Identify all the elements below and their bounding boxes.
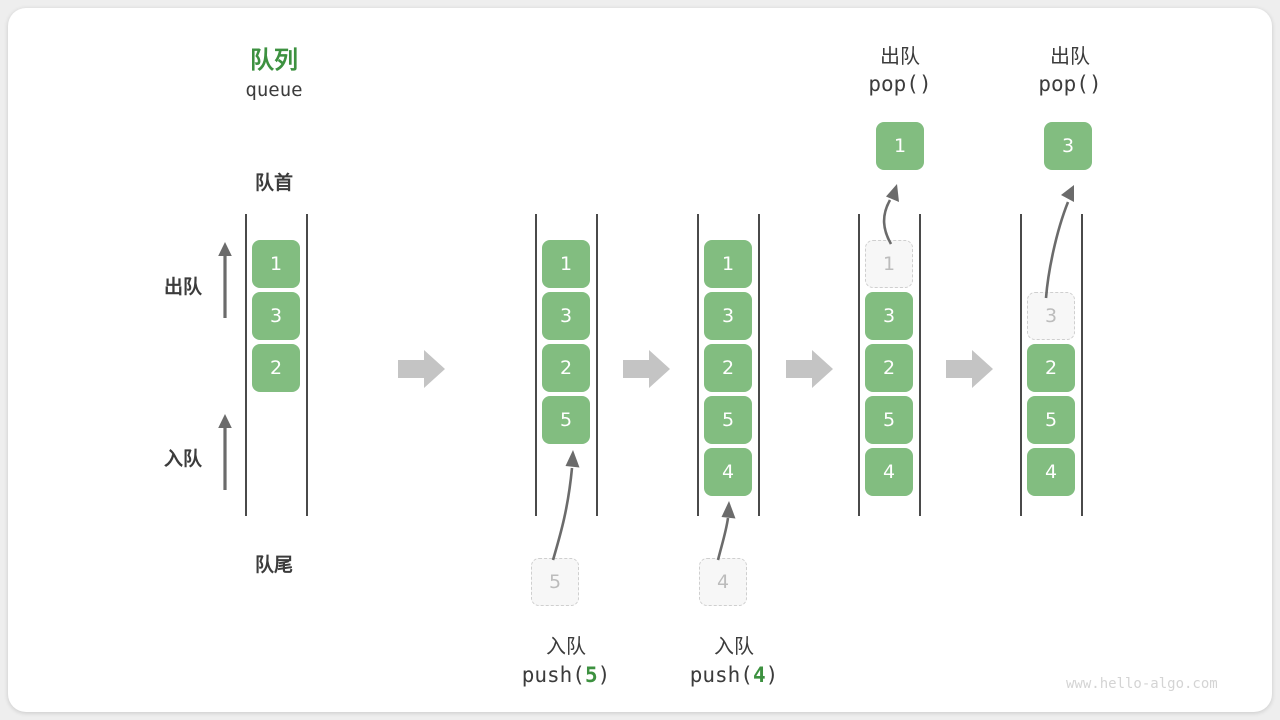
queue-cell: 1	[542, 240, 590, 288]
queue-cell: 4	[865, 448, 913, 496]
queue-cell: 2	[252, 344, 300, 392]
popped-value-1: 1	[876, 122, 924, 170]
queue-column-after-pop-3: 3 2 5 4	[1027, 240, 1075, 496]
rail-left-col5	[1020, 214, 1022, 516]
push-5-suffix: )	[597, 663, 611, 687]
label-dequeue: 出队	[163, 276, 202, 298]
rail-right-col4	[919, 214, 921, 516]
queue-cell: 3	[542, 292, 590, 340]
queue-cell: 3	[865, 292, 913, 340]
op-label-pop-1-code: pop()	[820, 72, 980, 96]
op-label-pop-3-cn: 出队	[1050, 44, 1090, 68]
queue-cell: 5	[542, 396, 590, 444]
queue-cell: 5	[704, 396, 752, 444]
queue-cell: 1	[252, 240, 300, 288]
ghost-cell-push-4: 4	[699, 558, 747, 606]
push-5-prefix: push(	[521, 663, 585, 687]
push-4-suffix: )	[765, 663, 779, 687]
queue-cell: 2	[1027, 344, 1075, 392]
rail-right-col1	[306, 214, 308, 516]
queue-cell: 2	[704, 344, 752, 392]
step-arrow-3-icon	[786, 350, 833, 388]
rail-left-col4	[858, 214, 860, 516]
pop-1-suffix: )	[918, 72, 932, 96]
queue-cell: 2	[865, 344, 913, 392]
pop-3-suffix: )	[1088, 72, 1102, 96]
queue-cell: 3	[252, 292, 300, 340]
rail-left-col1	[245, 214, 247, 516]
diagram-card: 队列 queue 队首 队尾 出队 入队 1 3 2 1 3 2 5 5 入队 …	[8, 8, 1272, 712]
push-5-arg: 5	[584, 663, 598, 687]
queue-cell: 1	[704, 240, 752, 288]
op-label-push-4-cn: 入队	[714, 634, 754, 658]
push-4-curve-arrow-icon	[716, 501, 736, 561]
queue-cell: 3	[704, 292, 752, 340]
queue-cell: 4	[1027, 448, 1075, 496]
queue-column-after-push-4: 1 3 2 5 4	[704, 240, 752, 496]
step-arrow-2-icon	[623, 350, 670, 388]
rail-right-col2	[596, 214, 598, 516]
step-arrow-1-icon	[398, 350, 445, 388]
push-4-prefix: push(	[689, 663, 753, 687]
pop-3-prefix: pop(	[1038, 72, 1089, 96]
queue-cell: 1	[865, 240, 913, 288]
enqueue-direction-arrow-icon	[218, 414, 232, 490]
queue-cell: 4	[704, 448, 752, 496]
rail-left-col2	[535, 214, 537, 516]
pop-1-curve-arrow-icon	[882, 184, 899, 245]
popped-value-3: 3	[1044, 122, 1092, 170]
rail-right-col3	[758, 214, 760, 516]
queue-cell: 2	[542, 344, 590, 392]
queue-cell: 5	[1027, 396, 1075, 444]
label-queue-front: 队首	[254, 172, 293, 194]
op-label-pop-3-code: pop()	[990, 72, 1150, 96]
dequeue-direction-arrow-icon	[218, 242, 232, 318]
queue-column-after-push-5: 1 3 2 5	[542, 240, 590, 444]
op-label-push-5-code: push(5)	[486, 663, 646, 687]
queue-column-initial: 1 3 2	[252, 240, 300, 392]
op-label-push-4-code: push(4)	[654, 663, 814, 687]
rail-left-col3	[697, 214, 699, 516]
page-title: 队列	[250, 46, 298, 74]
label-enqueue: 入队	[163, 448, 202, 470]
queue-cell: 5	[865, 396, 913, 444]
queue-cell: 3	[1027, 292, 1075, 340]
queue-column-after-pop-1: 1 3 2 5 4	[865, 240, 913, 496]
watermark: www.hello-algo.com	[1066, 676, 1218, 692]
step-arrow-4-icon	[946, 350, 993, 388]
page-subtitle: queue	[245, 79, 303, 101]
op-label-push-5-cn: 入队	[546, 634, 586, 658]
op-label-pop-1-cn: 出队	[880, 44, 920, 68]
pop-1-prefix: pop(	[868, 72, 919, 96]
rail-right-col5	[1081, 214, 1083, 516]
label-queue-rear: 队尾	[254, 554, 293, 576]
push-5-curve-arrow-icon	[551, 450, 580, 561]
ghost-cell-push-5: 5	[531, 558, 579, 606]
push-4-arg: 4	[752, 663, 766, 687]
pop-3-curve-arrow-icon	[1044, 185, 1074, 299]
